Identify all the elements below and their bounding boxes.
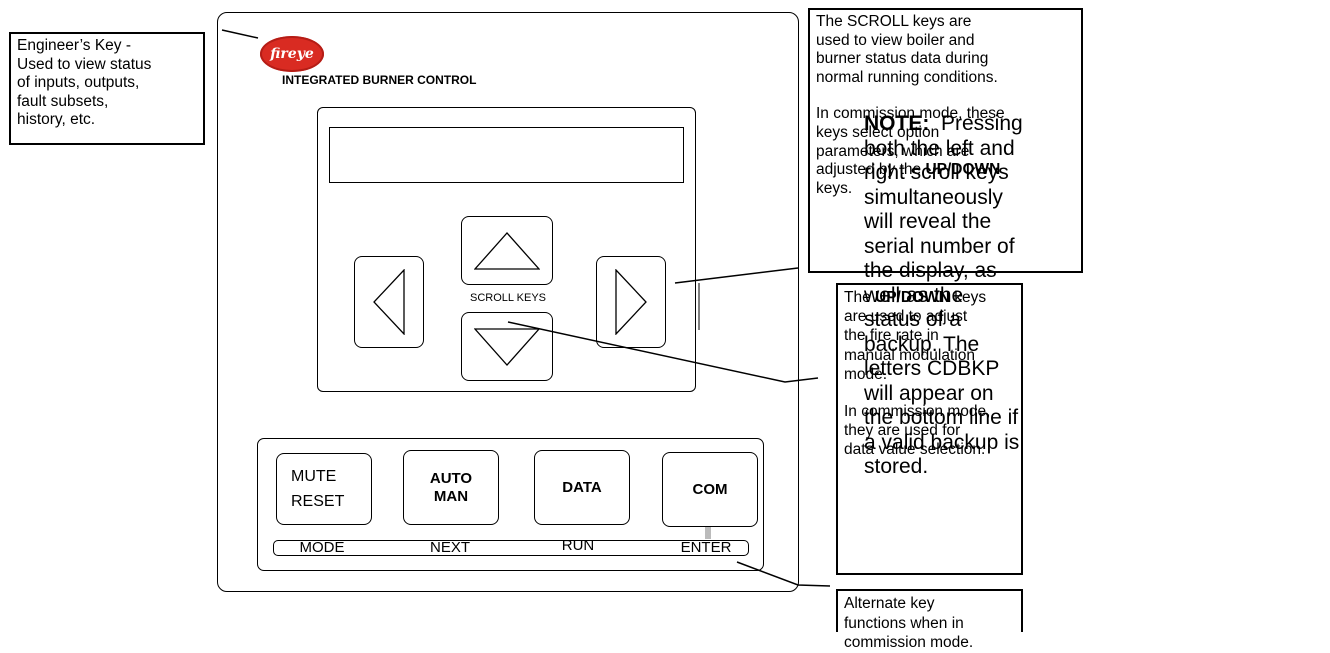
- scroll-callout-line: In commission mode, these: [816, 105, 1005, 123]
- scroll-callout-line: used to view boiler and: [816, 31, 975, 49]
- updown-keys-callout: The UP/DOWN keys are used to adjust the …: [836, 283, 1023, 575]
- note-line: status of a: [864, 308, 961, 331]
- engineer-callout-line: Used to view status: [17, 55, 152, 73]
- function-key-bezel: [257, 438, 764, 571]
- logo-text: fireye: [270, 46, 314, 62]
- display-bezel: [317, 107, 696, 392]
- updown-callout-line: the fire rate in: [844, 327, 939, 345]
- note-line: a valid backup is: [864, 430, 1020, 454]
- note-text: NOTE: Pressing both the left and right s…: [864, 112, 1069, 480]
- note-label: NOTE:: [864, 112, 930, 135]
- reset-label: RESET: [291, 493, 345, 510]
- alt-label-next: NEXT: [429, 539, 470, 556]
- fireye-logo: fireye: [260, 36, 324, 72]
- updown-callout-line: they are used for: [844, 422, 961, 440]
- alt-label-run: RUN: [561, 537, 595, 554]
- updown-callout-line: are used to adjust: [844, 308, 968, 326]
- updown-callout-line: data value selection.: [844, 441, 986, 459]
- note-line: stored.: [864, 455, 929, 478]
- note-line: right scroll keys: [864, 161, 1009, 184]
- scroll-right-button[interactable]: [596, 256, 666, 348]
- note-line: the display, as: [864, 259, 997, 282]
- up-arrow-icon: [474, 231, 540, 270]
- scroll-callout-line: parameters, which are: [816, 142, 970, 160]
- note-line: the bottom line if: [864, 406, 1019, 429]
- scroll-keys-label: SCROLL KEYS: [469, 292, 546, 304]
- updown-callout-text: The: [844, 289, 876, 306]
- note-line: well as the: [864, 283, 964, 307]
- panel-title: INTEGRATED BURNER CONTROL: [282, 73, 477, 87]
- scroll-callout-line: keys.: [816, 179, 853, 197]
- down-arrow-icon: [474, 327, 540, 366]
- engineer-callout-line: history, etc.: [17, 111, 96, 128]
- scroll-left-button[interactable]: [354, 256, 424, 348]
- lcd-screen: [329, 127, 684, 183]
- scroll-up-button[interactable]: [461, 216, 553, 285]
- note-line: backup. The: [864, 332, 980, 356]
- mute-label: MUTE: [291, 468, 337, 485]
- updown-callout-line: manual modulation: [844, 346, 975, 364]
- scroll-callout-line: The SCROLL keys are: [816, 13, 972, 30]
- updown-callout-line: The UP/DOWN keys: [844, 288, 1015, 307]
- scroll-callout-line: adjusted by the UP/DOWN: [816, 161, 1075, 180]
- scroll-callout-text: adjusted by the: [816, 161, 926, 179]
- scroll-callout-line: keys select option: [816, 123, 940, 141]
- alternate-callout-line: Alternate key: [844, 595, 935, 612]
- alternate-callout-line: functions when in: [844, 614, 964, 632]
- note-line: simultaneously: [864, 185, 1003, 209]
- scroll-callout-line: normal running conditions.: [816, 68, 998, 86]
- note-line: will appear on: [864, 381, 994, 405]
- scroll-down-button[interactable]: [461, 312, 553, 381]
- note-line: both the left and: [864, 136, 1015, 160]
- engineer-callout-line: Engineer’s Key -: [17, 37, 132, 54]
- com-indicator-led: [705, 527, 711, 539]
- scroll-callout-line: burner status data during: [816, 50, 989, 68]
- mute-reset-button[interactable]: MUTE RESET: [276, 453, 372, 525]
- note-line: will reveal the: [864, 210, 992, 233]
- com-button[interactable]: COM: [662, 452, 758, 527]
- alternate-callout-line: commission mode.: [844, 634, 974, 651]
- com-label: COM: [692, 481, 728, 498]
- alternate-key-callout: Alternate key functions when in commissi…: [836, 589, 1023, 651]
- auto-man-button[interactable]: AUTO MAN: [403, 450, 499, 525]
- right-arrow-icon: [615, 269, 647, 335]
- engineer-callout-line: fault subsets,: [17, 92, 109, 110]
- note-line: NOTE: Pressing: [864, 112, 1069, 137]
- updown-callout-bold: UP/DOWN: [875, 289, 950, 306]
- alternate-function-bar: [273, 540, 749, 556]
- note-text-span: Pressing: [941, 112, 1023, 135]
- alt-label-mode: MODE: [299, 539, 345, 556]
- control-panel: [217, 12, 799, 592]
- man-label: MAN: [433, 487, 469, 505]
- engineer-callout-line: of inputs, outputs,: [17, 74, 140, 91]
- updown-callout-line: mode.: [844, 365, 888, 383]
- data-button[interactable]: DATA: [534, 450, 630, 525]
- auto-label: AUTO: [429, 469, 473, 487]
- note-line: serial number of: [864, 234, 1015, 258]
- engineer-key-callout: Engineer’s Key - Used to view status of …: [9, 32, 205, 145]
- updown-callout-text: keys: [949, 289, 987, 306]
- scroll-callout-bold: UP/DOWN: [925, 161, 1001, 179]
- alt-label-enter: ENTER: [680, 539, 732, 556]
- updown-callout-line: In commission mode,: [844, 403, 991, 421]
- left-arrow-icon: [373, 269, 405, 335]
- scroll-keys-callout: The SCROLL keys are used to view boiler …: [808, 8, 1083, 273]
- data-label: DATA: [562, 479, 602, 496]
- note-line: letters CDBKP: [864, 357, 1000, 380]
